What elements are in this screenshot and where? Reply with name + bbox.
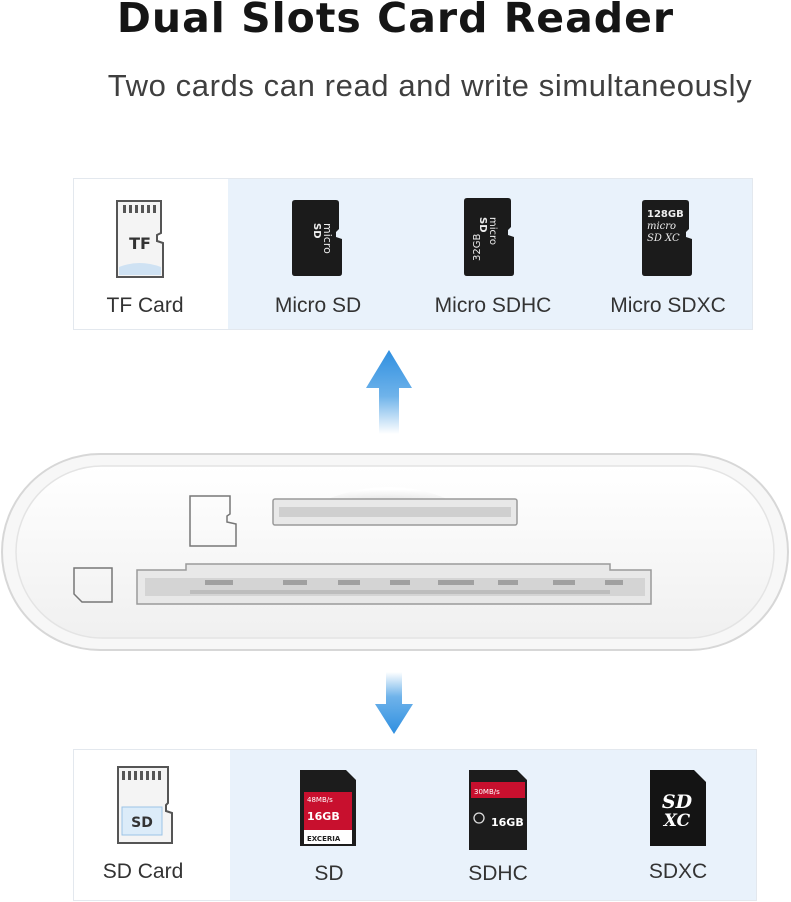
tf-slot-icon bbox=[189, 495, 237, 547]
sd-icon-text: SD bbox=[131, 815, 153, 831]
sd-slot-icon bbox=[73, 567, 113, 603]
sd-standard-label: SD bbox=[314, 862, 344, 885]
sd-standard-card-icon: 48MB/s 16GB EXCERIA bbox=[300, 770, 356, 846]
sd-print-2: 16GB bbox=[307, 810, 340, 823]
sd-print-1: 48MB/s bbox=[307, 796, 333, 804]
sd-card-icon: SD bbox=[117, 766, 173, 844]
sdhc-card-icon: 30MB/s 16GB bbox=[469, 770, 527, 850]
microsdxc-print-2: micro bbox=[647, 221, 676, 232]
sdxc-card-icon: SD XC bbox=[650, 770, 706, 846]
sdxc-label: SDXC bbox=[648, 860, 708, 883]
sd-card-label: SD Card bbox=[102, 860, 184, 883]
microsd-label: Micro SD bbox=[274, 294, 362, 317]
microsd-print-2: SD bbox=[311, 223, 322, 239]
card-reader-device bbox=[1, 453, 789, 651]
microsd-card-icon: micro SD bbox=[292, 200, 342, 276]
microsdhc-label: Micro SDHC bbox=[434, 294, 552, 317]
microsdxc-print-1: 128GB bbox=[647, 209, 684, 220]
sdhc-print-1: 30MB/s bbox=[474, 788, 500, 796]
sdxc-print-1: SD bbox=[662, 791, 693, 813]
microsdhc-print-1: 32GB bbox=[472, 234, 483, 261]
sdxc-print-2: XC bbox=[663, 811, 691, 831]
sd-print-3: EXCERIA bbox=[307, 835, 341, 843]
microsdxc-card-icon: 128GB micro SD XC bbox=[642, 200, 692, 276]
microsdhc-print-2: micro bbox=[487, 217, 498, 245]
microsdhc-print-3: SD bbox=[477, 217, 488, 233]
microsdxc-print-3: SD XC bbox=[647, 233, 680, 244]
tf-card-label: TF Card bbox=[106, 294, 184, 317]
page-title: Dual Slots Card Reader bbox=[116, 0, 675, 42]
tf-card-icon: TF bbox=[116, 200, 164, 278]
microsdxc-label: Micro SDXC bbox=[610, 294, 726, 317]
microsdhc-card-icon: 32GB micro SD bbox=[464, 198, 514, 276]
sdhc-label: SDHC bbox=[468, 862, 528, 885]
arrow-up-icon bbox=[366, 350, 412, 434]
microsd-print-1: micro bbox=[321, 223, 334, 254]
page-subtitle: Two cards can read and write simultaneou… bbox=[107, 68, 753, 103]
sdhc-print-2: 16GB bbox=[491, 816, 524, 829]
tf-icon-text: TF bbox=[129, 234, 151, 253]
arrow-down-icon bbox=[375, 672, 413, 734]
